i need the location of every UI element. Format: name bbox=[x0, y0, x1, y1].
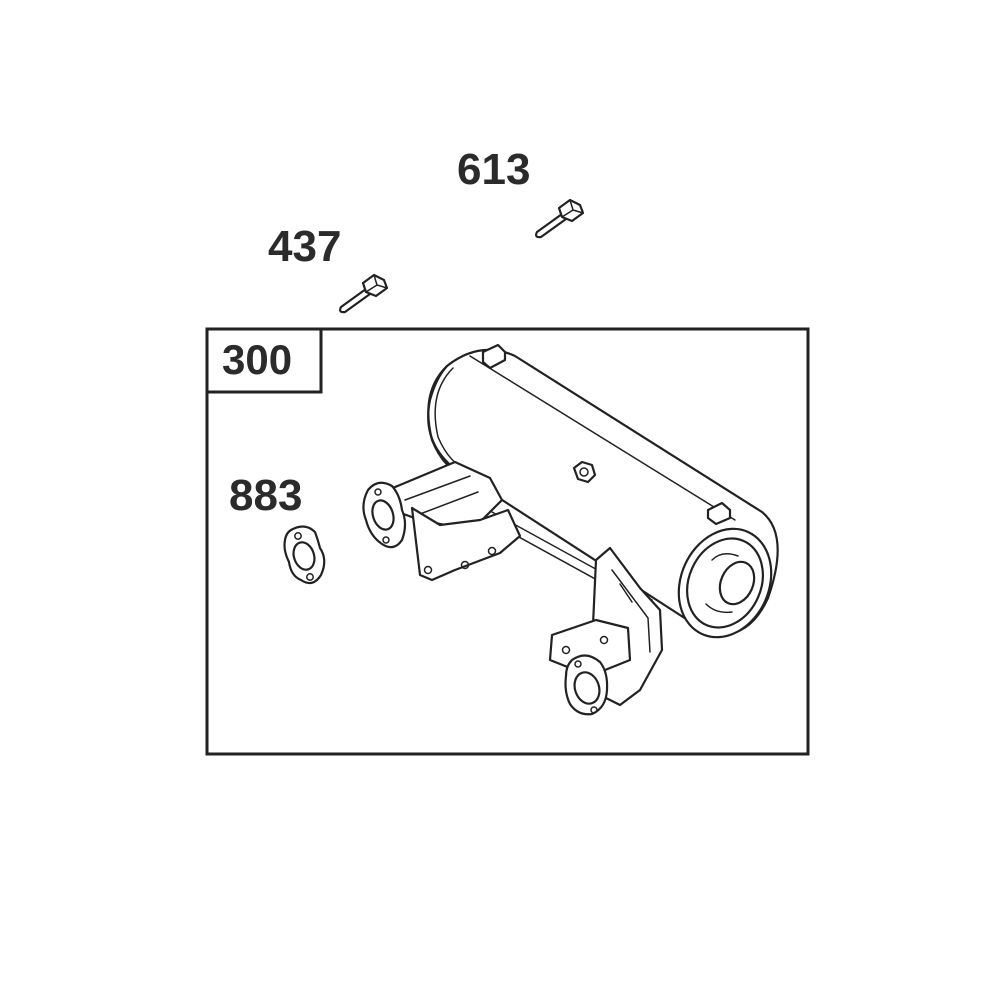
bolt-613-drawing bbox=[535, 198, 585, 239]
assembly-number-300: 300 bbox=[222, 336, 293, 383]
assembly-frame bbox=[205, 327, 810, 756]
bolt-437-drawing bbox=[339, 273, 389, 314]
part-number-613: 613 bbox=[457, 145, 531, 194]
muffler-drawing bbox=[362, 343, 779, 716]
part-number-883: 883 bbox=[229, 471, 303, 520]
gasket-883-drawing bbox=[283, 525, 326, 585]
assembly-number-box bbox=[205, 327, 323, 394]
part-number-437: 437 bbox=[268, 222, 342, 271]
